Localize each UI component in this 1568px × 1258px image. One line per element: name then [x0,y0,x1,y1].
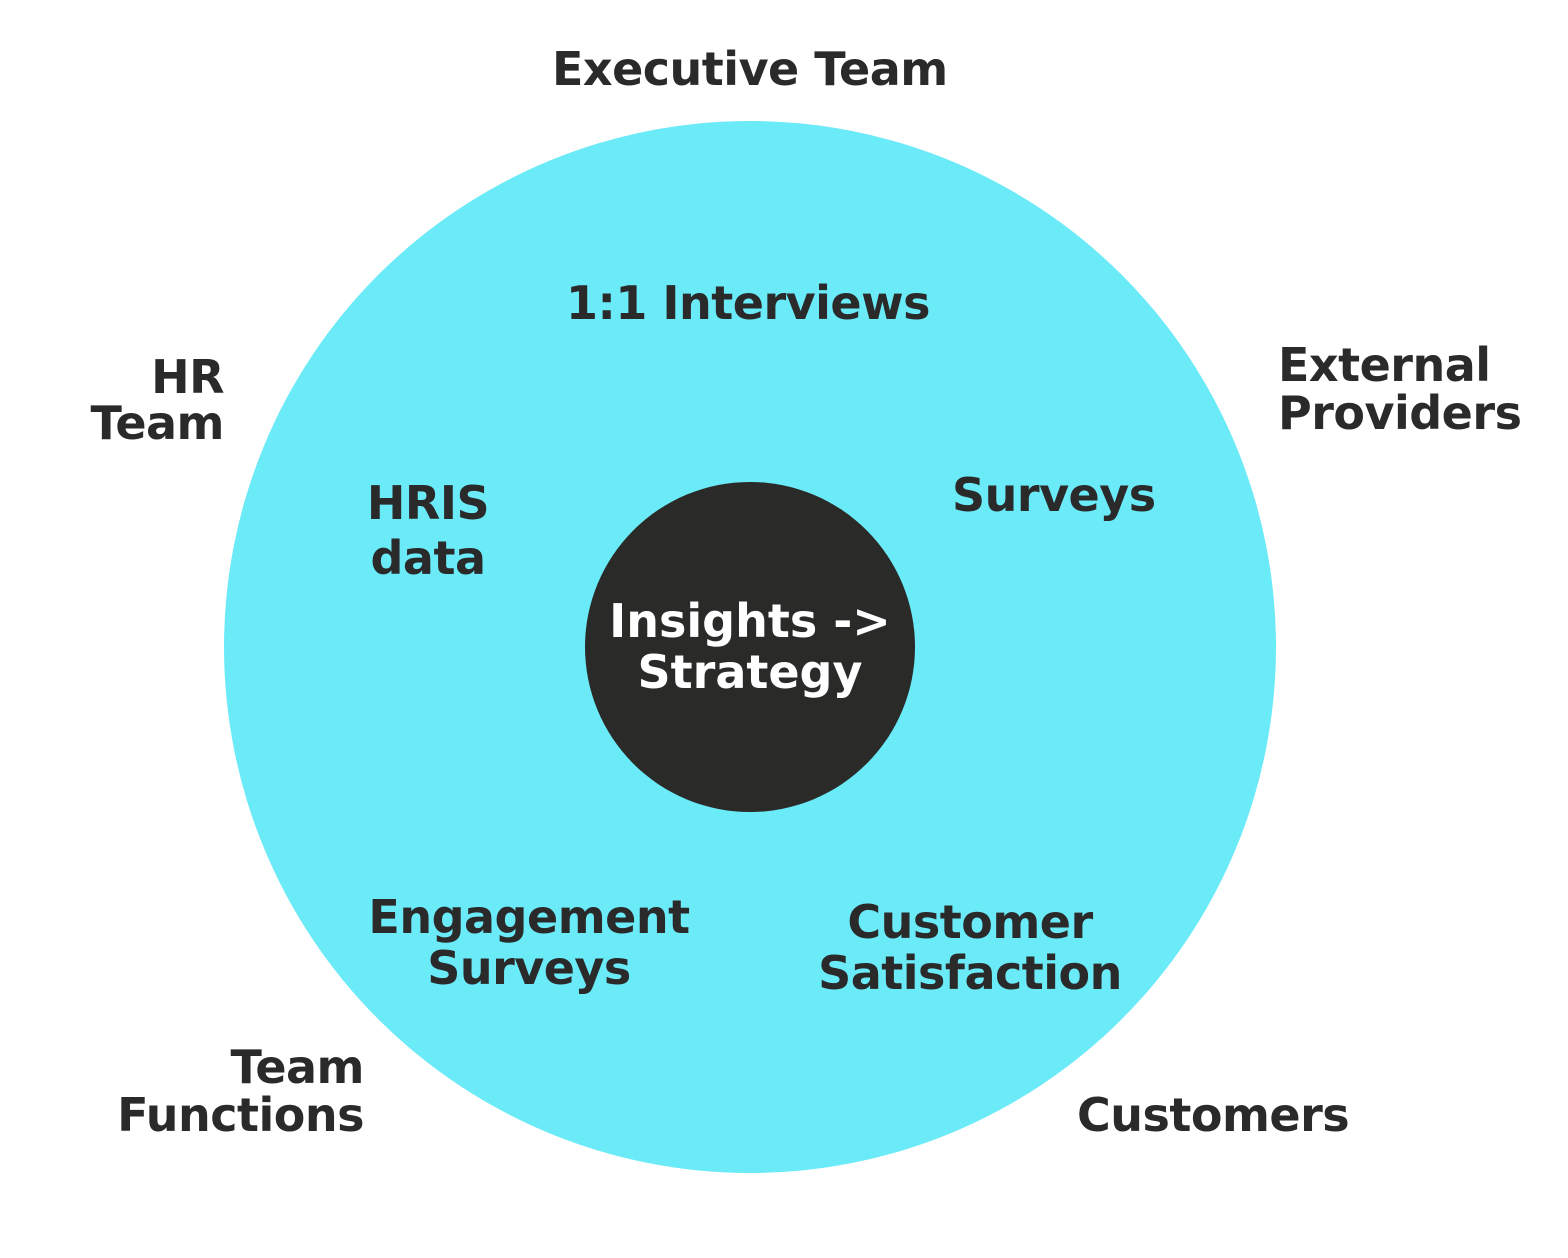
label-engagement-surveys-line1: Engagement [368,890,690,944]
label-interviews: 1:1 Interviews [566,276,931,330]
label-team-functions-line1: Team [230,1040,365,1094]
label-hris-data-line1: HRIS [366,476,490,530]
label-customer-satisfaction-line2: Satisfaction [818,945,1122,1000]
label-executive-team: Executive Team [552,42,948,96]
label-engagement-surveys-line2: Surveys [427,940,631,995]
label-external-providers: External Providers [1278,338,1522,441]
center-label-line1: Insights -> [609,594,891,649]
label-team-functions: Team Functions [117,1043,364,1140]
label-hr-team: HR Team [90,350,225,450]
label-external-providers-line1: External [1278,338,1491,392]
label-external-providers-line2: Providers [1278,386,1522,441]
label-customer-satisfaction-line1: Customer [847,895,1093,949]
label-hris-data-line2: data [370,531,487,586]
label-surveys: Surveys [952,468,1156,522]
label-team-functions-line2: Functions [117,1088,364,1143]
label-hr-team-line2: Team [90,396,225,450]
label-hr-team-line1: HR [151,350,224,404]
center-circle [585,482,915,812]
label-customers: Customers [1077,1088,1350,1142]
label-customer-satisfaction: Customer Satisfaction [808,897,1132,998]
center-label: Insights -> Strategy [585,482,915,812]
label-engagement-surveys: Engagement Surveys [361,892,697,993]
label-hris-data: HRIS data [363,476,493,586]
center-label-line2: Strategy [637,645,863,699]
